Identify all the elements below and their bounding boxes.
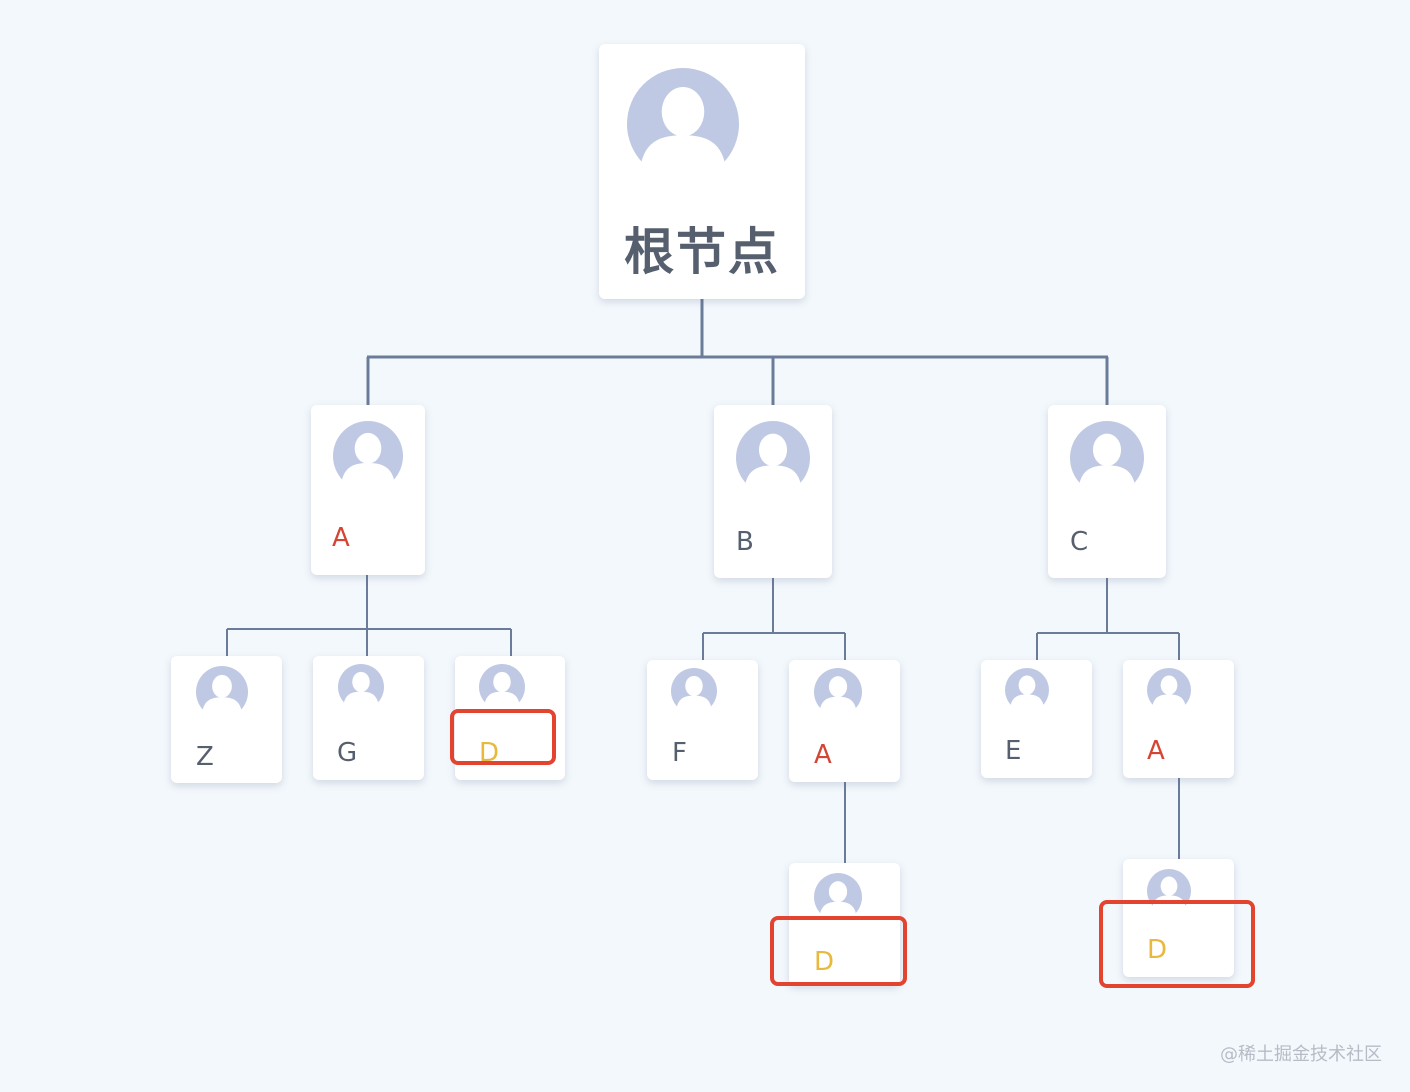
highlight-box-b-a-d — [770, 916, 907, 986]
person-avatar-icon — [196, 666, 248, 718]
highlight-box-c-a-d — [1099, 900, 1255, 988]
watermark: @稀土掘金技术社区 — [1220, 1044, 1382, 1065]
node-a-d[interactable]: D — [455, 656, 565, 780]
node-c-a[interactable]: A — [1123, 660, 1234, 778]
person-avatar-icon — [1005, 668, 1049, 712]
person-avatar-icon — [1147, 668, 1191, 712]
node-z[interactable]: Z — [171, 656, 282, 783]
node-c-a-label: A — [1147, 736, 1165, 766]
person-avatar-icon — [627, 68, 739, 180]
person-avatar-icon — [814, 668, 862, 716]
node-z-label: Z — [196, 742, 214, 772]
person-avatar-icon — [1070, 421, 1144, 495]
highlight-box-a-d — [450, 709, 556, 765]
node-root-label: 根节点 — [624, 223, 780, 281]
node-c-label: C — [1070, 527, 1089, 557]
node-e[interactable]: E — [981, 660, 1092, 778]
node-a[interactable]: A — [311, 405, 425, 575]
node-g-label: G — [337, 738, 358, 768]
person-avatar-icon — [814, 873, 862, 921]
node-b-a-d[interactable]: D — [789, 863, 900, 985]
node-g[interactable]: G — [313, 656, 424, 780]
node-b-a[interactable]: A — [789, 660, 900, 782]
node-b[interactable]: B — [714, 405, 832, 578]
person-avatar-icon — [479, 664, 525, 710]
node-b-a-d-label: D — [814, 947, 835, 977]
node-c-a-d-label: D — [1147, 935, 1168, 965]
person-avatar-icon — [338, 664, 384, 710]
node-f-label: F — [672, 738, 687, 768]
person-avatar-icon — [736, 421, 810, 495]
node-c[interactable]: C — [1048, 405, 1166, 578]
node-f[interactable]: F — [647, 660, 758, 780]
node-e-label: E — [1005, 736, 1022, 766]
node-a-label: A — [332, 523, 350, 553]
node-b-a-label: A — [814, 740, 832, 770]
person-avatar-icon — [333, 421, 403, 491]
node-a-d-label: D — [479, 738, 500, 768]
person-avatar-icon — [671, 668, 717, 714]
node-b-label: B — [736, 527, 754, 557]
node-root[interactable]: 根节点 — [599, 44, 805, 299]
